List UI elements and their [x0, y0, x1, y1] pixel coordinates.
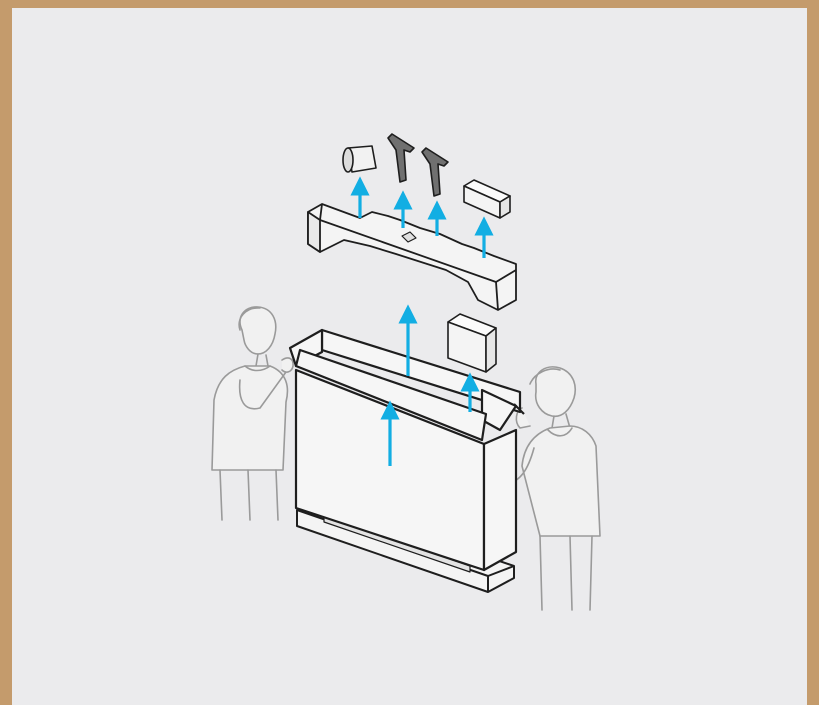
- t-stand-leg-icon: [388, 134, 414, 182]
- person-left: [212, 307, 293, 520]
- large-accessory-box-icon: [448, 314, 496, 372]
- t-stand-leg-icon-2: [422, 148, 448, 196]
- cable-roll-icon: [343, 146, 376, 172]
- accessory-box-icon: [464, 180, 510, 218]
